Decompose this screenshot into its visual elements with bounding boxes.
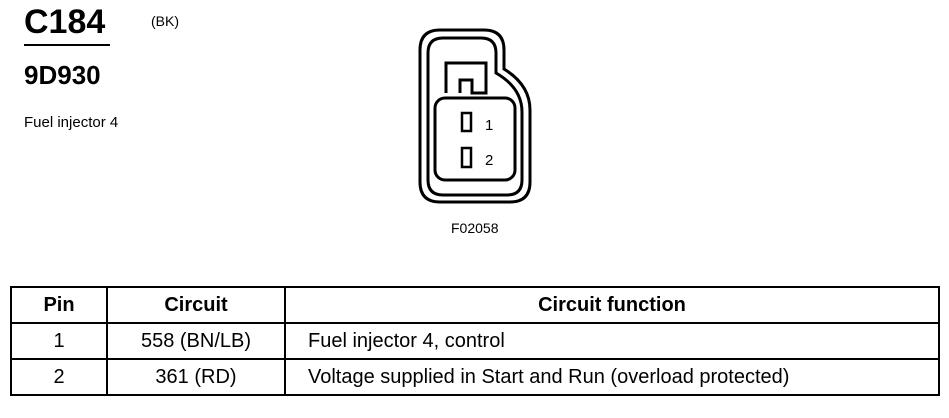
pin-2-terminal [460, 146, 473, 169]
connector-id: C184 [24, 3, 106, 41]
table-row: 1 558 (BN/LB) Fuel injector 4, control [10, 322, 940, 360]
table-row: 2 361 (RD) Voltage supplied in Start and… [10, 358, 940, 396]
connector-id-underline [24, 44, 110, 46]
function-column-header: Circuit function [284, 286, 940, 324]
function-cell: Voltage supplied in Start and Run (overl… [284, 358, 940, 396]
pin-1-label: 1 [485, 117, 493, 134]
pinout-table: Pin Circuit Circuit function 1 558 (BN/L… [10, 286, 940, 396]
terminal-cavity-body [433, 96, 517, 182]
connector-color-code: (BK) [151, 13, 179, 29]
figure-code: F02058 [451, 220, 499, 236]
pin-cell: 2 [10, 358, 108, 396]
part-number: 9D930 [24, 60, 101, 90]
circuit-column-header: Circuit [106, 286, 286, 324]
pin-column-header: Pin [10, 286, 108, 324]
function-cell: Fuel injector 4, control [284, 322, 940, 360]
circuit-cell: 558 (BN/LB) [106, 322, 286, 360]
pin-2-label: 2 [485, 152, 493, 169]
pin-1-terminal [460, 111, 473, 133]
circuit-cell: 361 (RD) [106, 358, 286, 396]
table-header-row: Pin Circuit Circuit function [10, 286, 940, 324]
pin-cell: 1 [10, 322, 108, 360]
connector-description: Fuel injector 4 [24, 114, 119, 131]
connector-lock-tab [444, 61, 488, 95]
connector-face-diagram: 1 2 [418, 28, 532, 204]
